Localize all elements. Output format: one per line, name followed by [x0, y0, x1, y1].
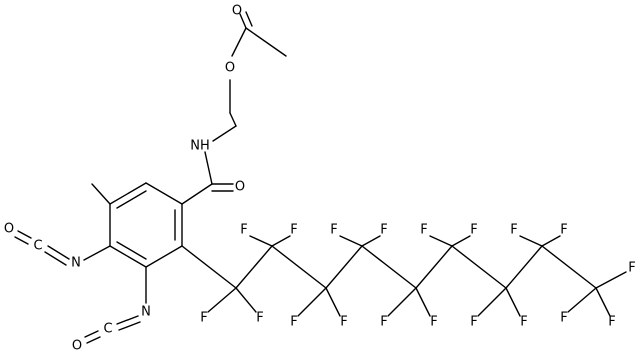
- cf-bond: [595, 271, 627, 289]
- cf-bond: [519, 235, 543, 247]
- fluorine-label: F: [340, 315, 347, 330]
- cf-bond: [505, 287, 521, 317]
- isocyanate-2-cn-double-bond: [116, 315, 139, 325]
- chain-bond: [235, 245, 273, 289]
- ring-to-isocyanate-1-bond: [83, 245, 111, 261]
- chain-bond: [325, 245, 363, 289]
- fluorine-label: F: [560, 311, 567, 326]
- isocyanate-2-co-double-bond: [84, 330, 99, 338]
- fluorine-label: F: [628, 261, 635, 276]
- isocyanate-1-co-double-bond: [14, 236, 29, 245]
- isocyanate-1-oxygen-label: O: [4, 222, 14, 237]
- fluorine-label: F: [520, 315, 527, 330]
- fluorine-label: F: [380, 223, 387, 238]
- isocyanate-2-oxygen-label: O: [72, 339, 82, 354]
- cf-bond: [361, 235, 381, 247]
- fluorine-label: F: [608, 315, 615, 330]
- ring-bond: [109, 182, 147, 205]
- nh-to-methylene-bond: [212, 125, 237, 142]
- fluorine-label: F: [430, 315, 437, 330]
- ring-bond: [116, 241, 147, 260]
- fluorine-label: F: [560, 223, 567, 238]
- cf-bond: [429, 235, 453, 247]
- cf-bond: [451, 235, 471, 247]
- cf-bond: [249, 235, 273, 247]
- chain-bond: [271, 245, 327, 289]
- fluorine-label: F: [330, 223, 337, 238]
- methylene-bond: [229, 112, 237, 127]
- carbonyl-oxygen-label: O: [235, 180, 245, 195]
- fluorine-label: F: [290, 223, 297, 238]
- ring-bond: [109, 245, 147, 268]
- cf-bond: [541, 235, 561, 247]
- fluorine-label: F: [470, 223, 477, 238]
- fluorine-label: F: [420, 223, 427, 238]
- ring-bond: [145, 182, 183, 205]
- oxygen-to-acetyl-bond: [231, 27, 247, 57]
- ether-oxygen-label: O: [225, 61, 235, 76]
- cf-bond: [297, 287, 327, 317]
- ring-bond: [145, 245, 183, 268]
- atom-labels: O O NH O O C N N C O F F F F F F F F F F…: [4, 4, 636, 354]
- fluorine-label: F: [240, 223, 247, 238]
- chain-bond: [181, 245, 237, 289]
- cf-bond: [415, 287, 431, 317]
- isocyanate-2-carbon-label: C: [103, 322, 112, 337]
- chain-bond: [541, 245, 597, 289]
- cf-bond: [477, 287, 507, 317]
- acetyl-methyl-bond: [245, 27, 287, 57]
- cf-bond: [271, 235, 291, 247]
- isocyanate-2-co-double-bond: [86, 336, 101, 344]
- carbonyl-to-nh-bond: [204, 151, 213, 185]
- isocyanate-1-co-double-bond: [17, 230, 32, 239]
- cf-bond: [387, 287, 417, 317]
- acetyl-double-bond: [245, 11, 253, 27]
- chain-bond: [451, 245, 507, 289]
- fluorine-label: F: [380, 315, 387, 330]
- fluorine-label: F: [256, 311, 263, 326]
- cf-bond: [325, 287, 341, 317]
- isocyanate-2-nitrogen-label: N: [141, 305, 151, 320]
- bond-lines: [14, 11, 627, 344]
- amide-nh-label: NH: [190, 139, 210, 154]
- isocyanate-1-cn-double-bond: [47, 245, 70, 260]
- fluorine-label: F: [510, 223, 517, 238]
- methyl-bond: [91, 183, 111, 205]
- cf-bond: [339, 235, 363, 247]
- ring-bond: [116, 190, 147, 209]
- chain-bond: [415, 245, 453, 289]
- isocyanate-2-cn-double-bond: [118, 321, 141, 331]
- cf-bond: [207, 287, 237, 313]
- fluorine-label: F: [470, 315, 477, 330]
- ring-to-carbonyl-bond: [181, 183, 213, 205]
- isocyanate-1-cn-double-bond: [44, 251, 67, 266]
- cf-bond: [567, 287, 597, 313]
- chain-bond: [505, 245, 543, 289]
- fluorine-label: F: [290, 315, 297, 330]
- chain-bond: [361, 245, 417, 289]
- cf-bond: [235, 287, 257, 313]
- acetyl-double-bond: [239, 13, 247, 29]
- cf-bond: [595, 287, 611, 317]
- isocyanate-1-carbon-label: C: [33, 239, 42, 254]
- fluorine-label: F: [200, 311, 207, 326]
- ester-carbonyl-oxygen-label: O: [232, 4, 242, 19]
- isocyanate-1-nitrogen-label: N: [71, 256, 81, 271]
